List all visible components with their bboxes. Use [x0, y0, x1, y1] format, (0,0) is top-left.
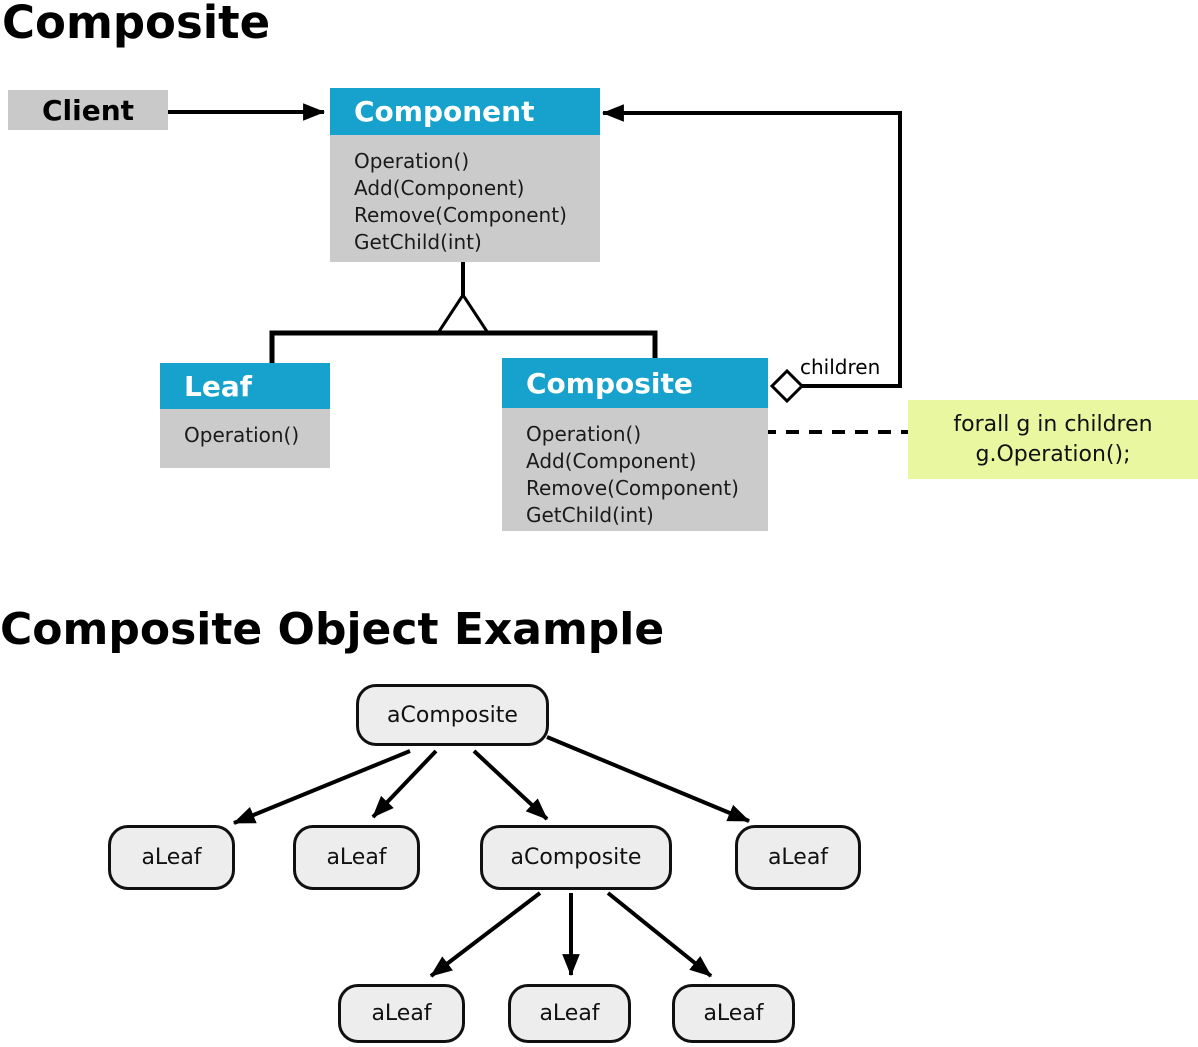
children-role-label: children — [800, 355, 881, 379]
tree-arrow-root-composite2 — [472, 749, 549, 821]
leaf-class-body: Operation() — [160, 409, 330, 468]
component-method: Remove(Component) — [354, 203, 567, 227]
component-method: Operation() — [354, 149, 470, 173]
leaf-method: Operation() — [184, 423, 300, 447]
tree-node-label: aComposite — [510, 845, 642, 870]
composite-method: Remove(Component) — [526, 476, 739, 500]
tree-node-aleaf-6: aLeaf — [672, 984, 795, 1043]
tree-arrow-root-leaf3 — [546, 735, 751, 823]
note-line: g.Operation(); — [975, 441, 1131, 467]
component-method: Add(Component) — [354, 176, 525, 200]
tree-node-aleaf-2: aLeaf — [293, 825, 420, 890]
composite-method: Add(Component) — [526, 449, 697, 473]
client-box: Client — [8, 90, 168, 130]
tree-node-label: aLeaf — [326, 845, 387, 870]
tree-node-aleaf-1: aLeaf — [108, 825, 235, 890]
component-class-header: Component — [330, 88, 600, 135]
client-label: Client — [41, 93, 135, 127]
tree-node-label: aLeaf — [141, 845, 202, 870]
composite-method: Operation() — [526, 422, 642, 446]
composite-class-header: Composite — [502, 358, 768, 408]
component-class-name: Component — [354, 95, 535, 128]
tree-arrow-root-leaf2 — [371, 749, 438, 819]
composite-method: GetChild(int) — [526, 503, 654, 527]
tree-node-aleaf-4: aLeaf — [338, 984, 465, 1043]
component-method: GetChild(int) — [354, 230, 482, 254]
tree-node-label: aLeaf — [539, 1001, 600, 1026]
tree-node-label: aLeaf — [371, 1001, 432, 1026]
children-aggregation-line — [601, 104, 902, 388]
leaf-class: Leaf Operation() — [160, 363, 330, 468]
inheritance-triangle — [435, 292, 491, 335]
tree-node-label: aLeaf — [703, 1001, 764, 1026]
tree-arrow-comp2-leaf4 — [429, 891, 542, 978]
tree-node-aleaf-3: aLeaf — [735, 825, 861, 890]
aggregation-diamond — [769, 368, 805, 404]
tree-arrow-root-leaf1 — [232, 749, 411, 825]
leaf-class-header: Leaf — [160, 363, 330, 409]
note-line: forall g in children — [953, 411, 1153, 437]
tree-node-aleaf-5: aLeaf — [508, 984, 631, 1043]
component-class: Component Operation() Add(Component) Rem… — [330, 88, 600, 262]
composite-class-name: Composite — [526, 366, 693, 400]
composite-class: Composite Operation() Add(Component) Rem… — [502, 358, 768, 531]
inheritance-rail — [269, 330, 658, 363]
tree-node-label: aLeaf — [767, 845, 829, 870]
component-class-body: Operation() Add(Component) Remove(Compon… — [330, 135, 600, 262]
tree-node-root-acomposite: aComposite — [356, 684, 549, 746]
leaf-class-name: Leaf — [184, 369, 252, 403]
composite-class-body: Operation() Add(Component) Remove(Compon… — [502, 408, 768, 531]
pattern-title: Composite — [2, 0, 271, 49]
tree-arrow-comp2-leaf6 — [606, 891, 713, 978]
example-title: Composite Object Example — [0, 604, 665, 655]
operation-note: forall g in children g.Operation(); — [908, 400, 1198, 479]
tree-node-label: aComposite — [387, 702, 518, 728]
tree-node-inner-acomposite: aComposite — [480, 825, 672, 890]
